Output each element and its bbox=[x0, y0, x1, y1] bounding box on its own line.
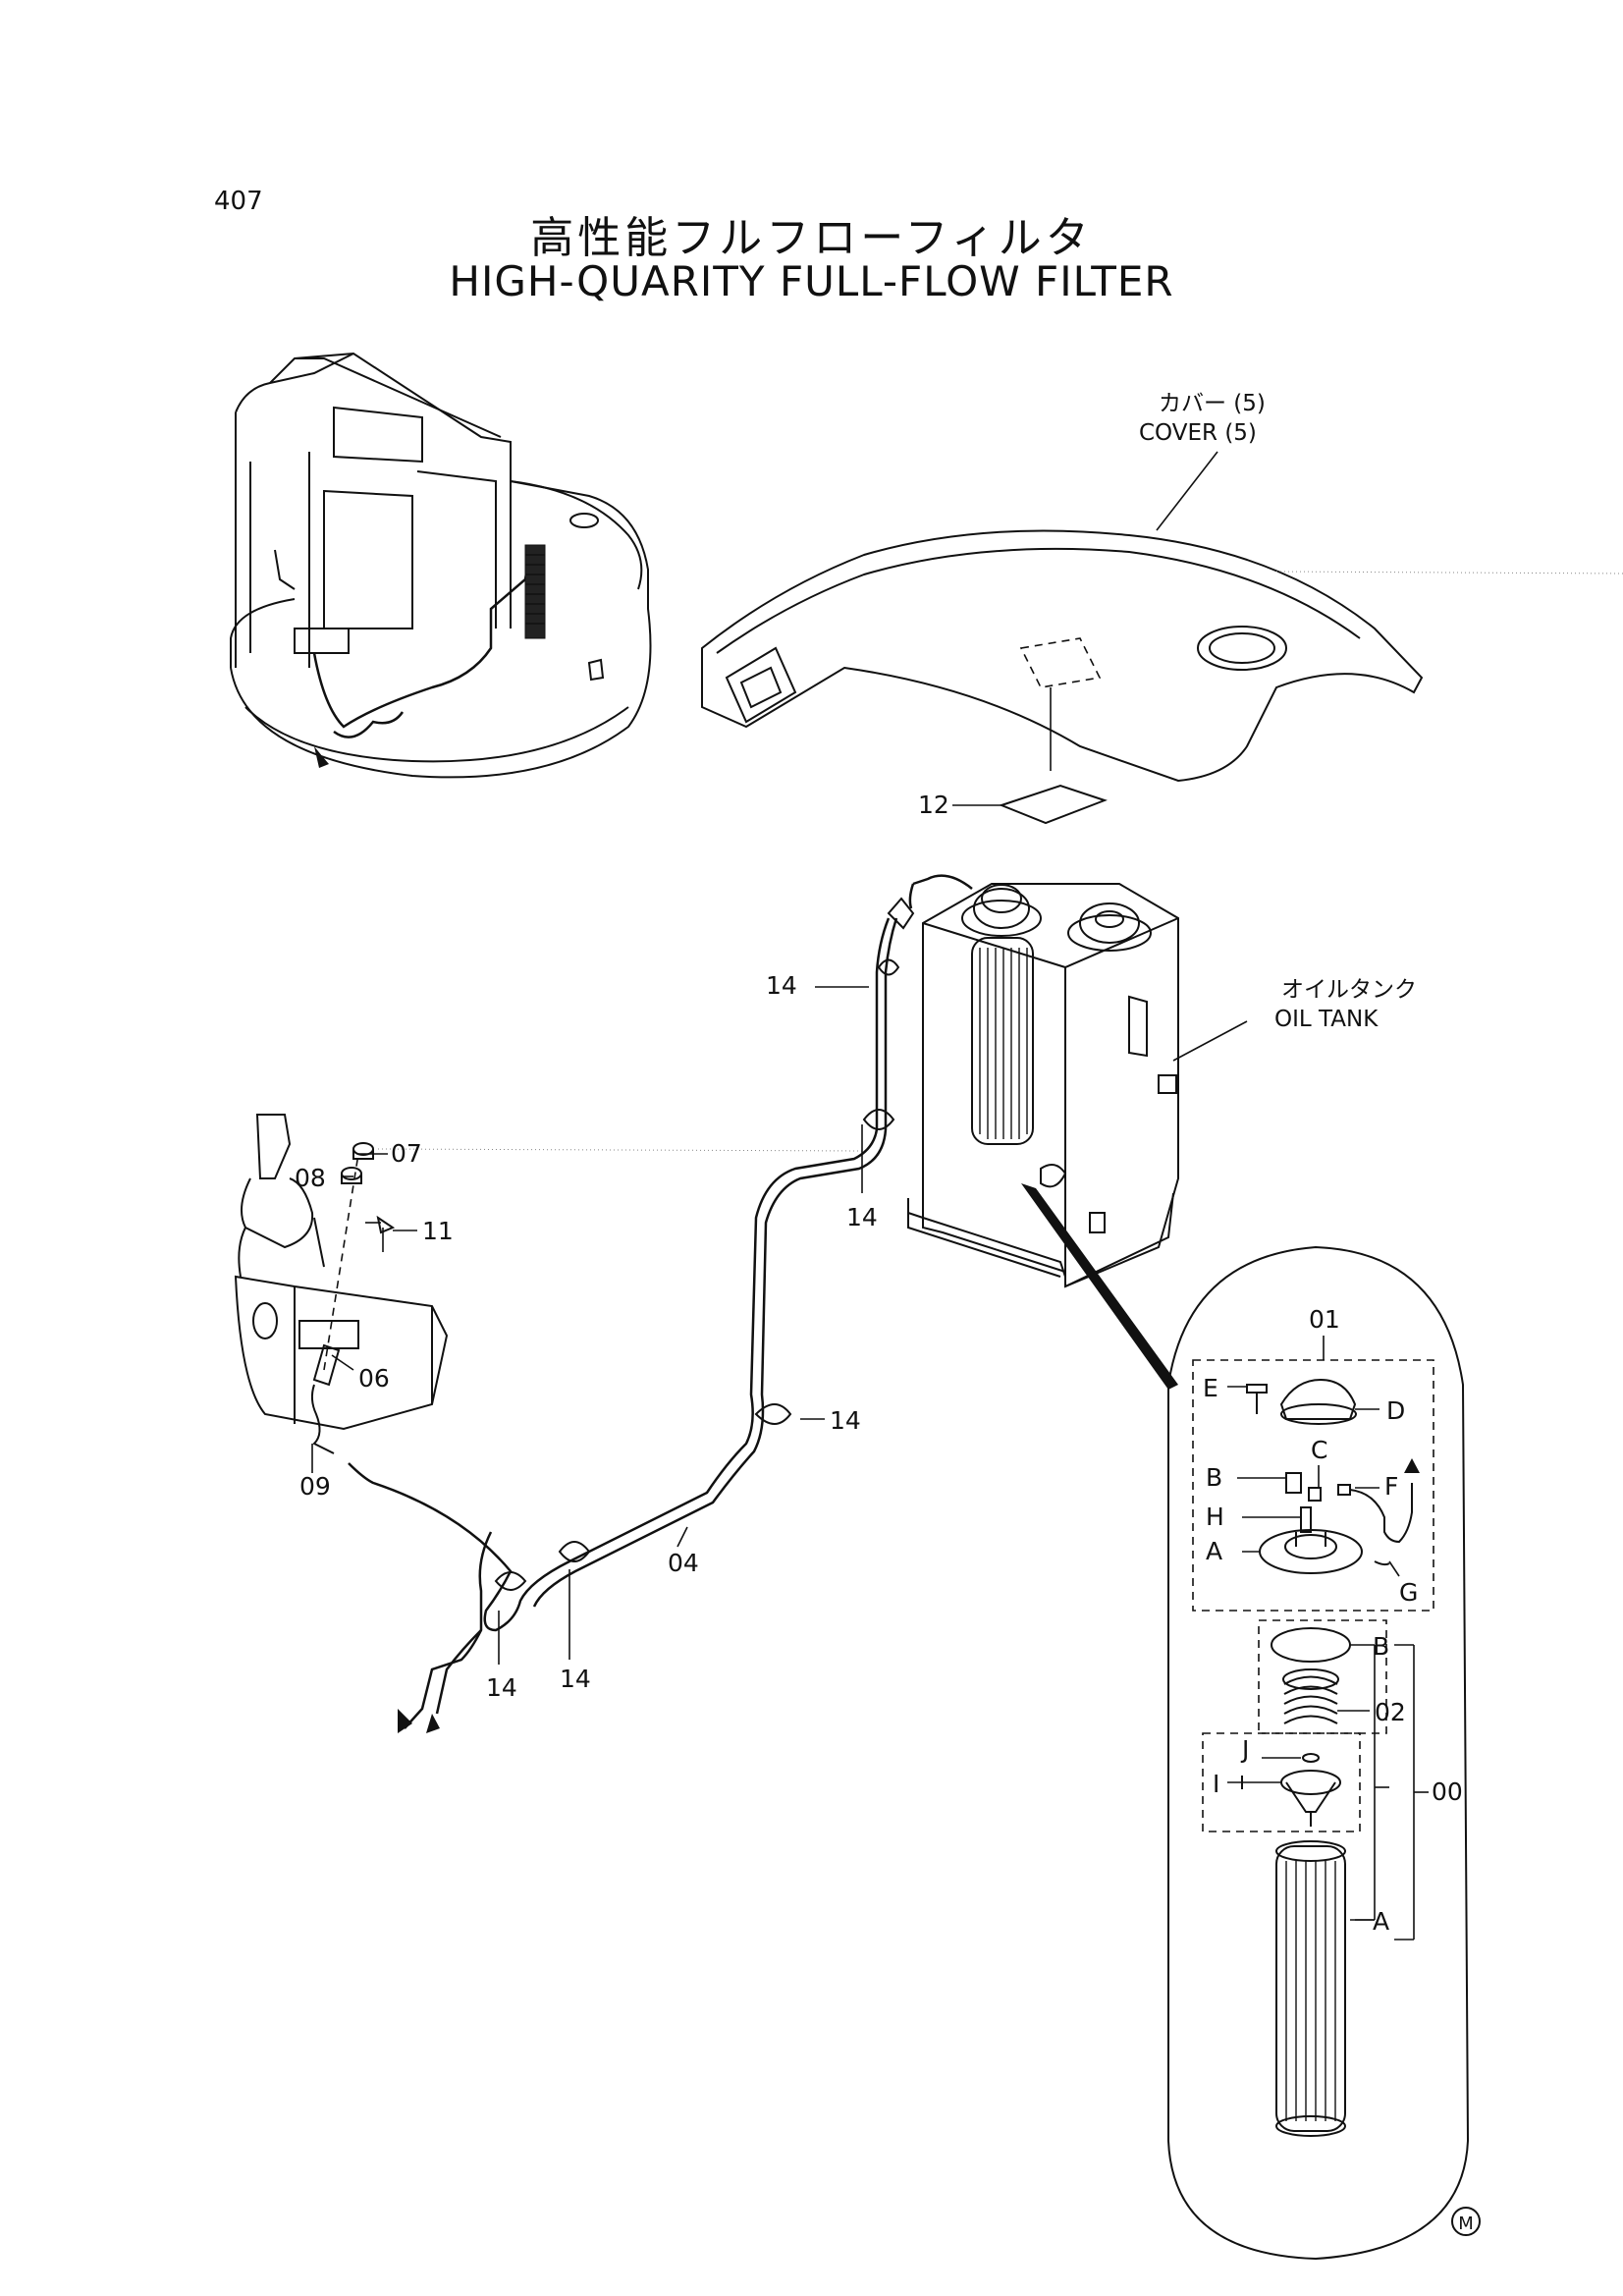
sub-J-label: J bbox=[1240, 1735, 1249, 1764]
part-14-label-a: 14 bbox=[766, 971, 797, 1000]
sub-E-label: E bbox=[1203, 1374, 1218, 1402]
sub-A1-label: A bbox=[1206, 1537, 1222, 1565]
hose-04 bbox=[348, 897, 915, 1733]
sub-B1-label: B bbox=[1206, 1463, 1222, 1492]
cover-label-ja: カバー (5) bbox=[1159, 391, 1266, 416]
cover-illustration bbox=[701, 451, 1623, 825]
part-01-label: 01 bbox=[1309, 1305, 1340, 1334]
oil-tank-illustration bbox=[907, 874, 1248, 1390]
part-00-label: 00 bbox=[1432, 1777, 1463, 1806]
excavator-cab-illustration bbox=[230, 352, 652, 779]
part-09-label: 09 bbox=[299, 1472, 331, 1501]
part-07-label: 07 bbox=[391, 1139, 422, 1168]
part-02-label: 02 bbox=[1375, 1698, 1406, 1726]
sub-C-label: C bbox=[1311, 1436, 1327, 1464]
part-14-label-e: 14 bbox=[560, 1665, 591, 1693]
part-06-label: 06 bbox=[358, 1364, 390, 1393]
part-11-label: 11 bbox=[422, 1217, 454, 1245]
sub-A2-label: A bbox=[1373, 1907, 1389, 1936]
part-14-label-d: 14 bbox=[486, 1673, 517, 1702]
sub-D-label: D bbox=[1386, 1396, 1405, 1425]
sub-H-label: H bbox=[1206, 1503, 1224, 1531]
sub-I-label: I bbox=[1213, 1770, 1219, 1798]
revision-marker-circle bbox=[1451, 2207, 1481, 2236]
part-08-label: 08 bbox=[295, 1164, 326, 1192]
leader-lines bbox=[331, 986, 869, 1665]
part-14-label-b: 14 bbox=[846, 1203, 878, 1231]
part-12-label: 12 bbox=[918, 791, 949, 819]
title-japanese: 高性能フルフローフィルタ bbox=[530, 213, 1093, 263]
sub-B2-label: B bbox=[1373, 1632, 1389, 1661]
filter-detail-capsule bbox=[1167, 1245, 1470, 2261]
part-04-label: 04 bbox=[668, 1549, 699, 1577]
cover-label-en: COVER (5) bbox=[1139, 420, 1257, 446]
sub-G-label: G bbox=[1399, 1578, 1418, 1607]
page-number: 407 bbox=[214, 187, 263, 216]
oil-tank-label-en: OIL TANK bbox=[1274, 1007, 1379, 1032]
part-14-label-c: 14 bbox=[830, 1406, 861, 1435]
revision-marker: M bbox=[1458, 2214, 1474, 2234]
sub-F-label: F bbox=[1384, 1472, 1398, 1501]
control-lever-illustration bbox=[234, 1114, 865, 1473]
oil-tank-label-ja: オイルタンク bbox=[1281, 977, 1417, 1003]
title-english: HIGH-QUARITY FULL-FLOW FILTER bbox=[449, 257, 1174, 305]
